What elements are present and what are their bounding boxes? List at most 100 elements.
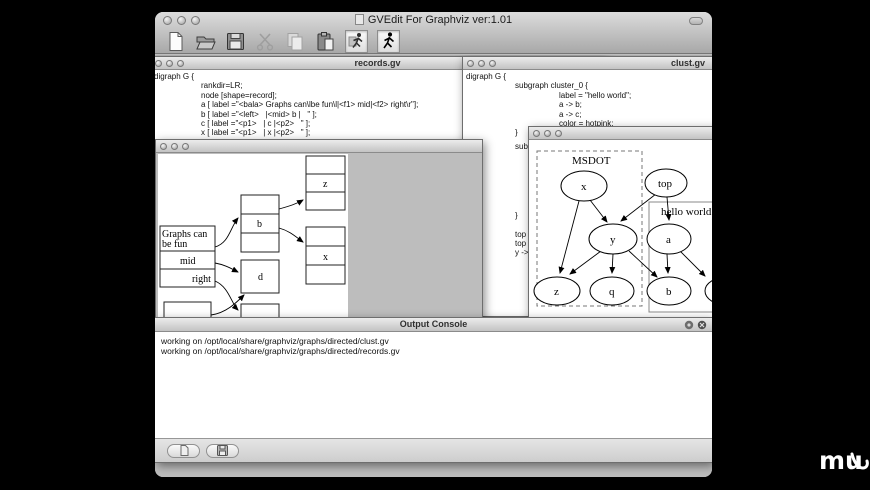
node-label: z	[323, 179, 328, 190]
node-label: z	[554, 286, 559, 298]
zoom-button[interactable]	[489, 60, 496, 67]
minimize-button[interactable]	[177, 16, 186, 25]
floppy-icon	[217, 445, 228, 456]
run-icon	[383, 32, 395, 49]
clust-editor-titlebar[interactable]: clust.gv	[463, 57, 712, 70]
minimize-button[interactable]	[544, 130, 551, 137]
node-label: top	[658, 178, 673, 190]
close-button[interactable]	[467, 60, 474, 67]
macupdate-logo-text: mu	[819, 446, 863, 475]
window-chrome: GVEdit For Graphviz ver:1.01	[155, 12, 712, 54]
save-icon[interactable]	[225, 31, 246, 52]
records-editor-title: records.gv	[354, 58, 401, 68]
main-toolbar	[165, 29, 400, 54]
clust-graph-svg: MSDOT hello world	[533, 150, 712, 313]
console-detach-button[interactable]	[684, 320, 694, 330]
console-output[interactable]: working on /opt/local/share/graphviz/gra…	[155, 332, 712, 438]
code-line: x [ label ="<p1> | x |<p2> " ];	[201, 128, 311, 138]
code-line: subgraph cluster_0 {	[515, 81, 588, 91]
record-node-a: Graphs can be fun mid right	[159, 225, 216, 288]
cluster-msdot-box	[536, 150, 643, 307]
node-label: a	[666, 234, 671, 246]
code-line: c [ label ="<p1> | c |<p2> " ];	[201, 119, 311, 129]
close-button[interactable]	[155, 60, 162, 67]
cut-icon[interactable]	[255, 31, 276, 52]
record-node-z: z	[305, 155, 346, 211]
node-label: x	[323, 252, 328, 263]
close-button[interactable]	[533, 130, 540, 137]
node-label: q	[609, 286, 615, 298]
zoom-button[interactable]	[555, 130, 562, 137]
console-line: working on /opt/local/share/graphviz/gra…	[161, 345, 400, 356]
cluster-label-hello: hello world	[661, 206, 712, 218]
code-fragment: top	[515, 239, 527, 248]
cluster-label-msdot: MSDOT	[572, 155, 611, 167]
code-line: color = hotpink;	[559, 119, 614, 129]
minimize-button[interactable]	[166, 60, 173, 67]
code-line: label = "hello world";	[559, 90, 632, 100]
record-node-d: d	[240, 259, 280, 294]
zoom-button[interactable]	[177, 60, 184, 67]
cluster-hello-box	[648, 201, 712, 313]
node-label: mid	[180, 256, 196, 267]
close-button[interactable]	[163, 16, 172, 25]
minimize-button[interactable]	[478, 60, 485, 67]
graph-nodes: x top y a z q b	[533, 168, 712, 306]
gvedit-main-window: GVEdit For Graphviz ver:1.01	[155, 12, 712, 477]
records-graph-titlebar[interactable]	[156, 140, 482, 153]
console-line: working on /opt/local/share/graphviz/gra…	[161, 336, 389, 346]
code-fragment: top	[515, 230, 527, 239]
code-line: node [shape=record];	[201, 90, 277, 100]
mdi-workspace: records.gv digraph G { rankdir=LR; node …	[155, 55, 712, 477]
console-button-strip	[155, 438, 712, 462]
console-save-button[interactable]	[206, 443, 239, 458]
console-close-button[interactable]	[697, 320, 707, 330]
code-line: a -> b;	[559, 100, 582, 110]
node-label: right	[192, 274, 211, 285]
page-icon	[180, 445, 188, 456]
code-line: b [ label ="<left> |<mid> b | " ];	[201, 109, 317, 119]
open-folder-icon[interactable]	[195, 31, 216, 52]
node-label: y	[610, 234, 616, 246]
zoom-button[interactable]	[182, 143, 189, 150]
record-node-x: x	[305, 226, 346, 285]
node-label: Graphs can	[162, 229, 207, 240]
minimize-button[interactable]	[171, 143, 178, 150]
code-fragment: y ->	[515, 248, 529, 257]
node-label: b	[257, 219, 262, 230]
code-line: }	[515, 128, 518, 138]
code-line: a -> c;	[559, 109, 582, 119]
code-line: digraph G {	[155, 72, 195, 81]
document-proxy-icon	[354, 14, 364, 25]
zoom-button[interactable]	[191, 16, 200, 25]
new-file-icon[interactable]	[165, 31, 186, 52]
clust-editor-title: clust.gv	[670, 58, 705, 68]
macupdate-logo: mu	[818, 442, 870, 484]
console-clear-button[interactable]	[167, 443, 200, 458]
output-console-window: Output Console working on /opt/local/sha…	[155, 317, 712, 463]
copy-icon[interactable]	[285, 31, 306, 52]
record-node-b: b	[240, 194, 280, 253]
code-line: a [ label ="<bala> Graphs can\lbe fun\l|…	[201, 100, 419, 110]
node-label: d	[258, 272, 263, 283]
window-title: GVEdit For Graphviz ver:1.01	[155, 14, 712, 26]
console-title: Output Console	[399, 319, 468, 329]
node-label: x	[581, 181, 587, 193]
node-label: b	[666, 286, 672, 298]
code-line: digraph G {	[466, 72, 507, 81]
console-titlebar[interactable]: Output Console	[155, 318, 712, 332]
code-fragment: sub	[515, 142, 528, 151]
run-button[interactable]	[377, 30, 400, 53]
graph-edges	[558, 193, 706, 278]
code-line: rankdir=LR;	[201, 81, 243, 91]
clust-graph-titlebar[interactable]	[529, 127, 712, 140]
code-fragment: }	[515, 211, 518, 220]
paste-icon[interactable]	[315, 31, 336, 52]
node-label: be fun	[162, 239, 187, 250]
run-layout-icon	[348, 33, 363, 48]
close-button[interactable]	[160, 143, 167, 150]
graph-edges	[210, 199, 304, 316]
run-layout-button[interactable]	[345, 30, 368, 53]
toolbar-toggle-button[interactable]	[689, 17, 703, 25]
main-titlebar[interactable]: GVEdit For Graphviz ver:1.01	[155, 12, 712, 29]
